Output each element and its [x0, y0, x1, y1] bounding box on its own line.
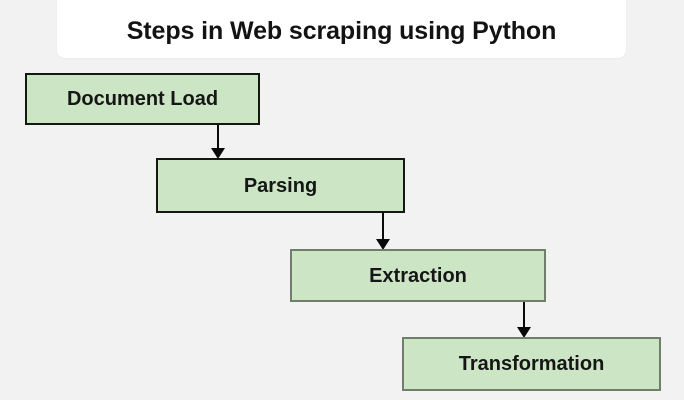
flow-node-label: Document Load [66, 88, 219, 110]
arrow-parsing-to-extraction [376, 213, 390, 250]
arrow-shaft [217, 125, 219, 149]
flow-node-extraction[interactable]: Extraction [290, 249, 546, 302]
arrow-shaft [523, 302, 525, 328]
arrow-document-load-to-parsing [211, 125, 225, 159]
flow-node-document-load[interactable]: Document Load [25, 73, 260, 125]
arrow-head-icon [376, 239, 390, 250]
flow-node-transformation[interactable]: Transformation [402, 337, 661, 391]
arrow-head-icon [517, 327, 531, 338]
flow-node-label: Transformation [458, 353, 605, 375]
flow-node-label: Extraction [369, 264, 467, 287]
flow-node-label: Parsing [243, 174, 318, 197]
flow-node-parsing[interactable]: Parsing [156, 158, 405, 213]
page-title: Steps in Web scraping using Python [126, 17, 557, 45]
title-panel: Steps in Web scraping using Python [57, 0, 626, 58]
arrow-shaft [382, 213, 384, 240]
arrow-head-icon [211, 148, 225, 159]
arrow-extraction-to-transformation [517, 302, 531, 338]
